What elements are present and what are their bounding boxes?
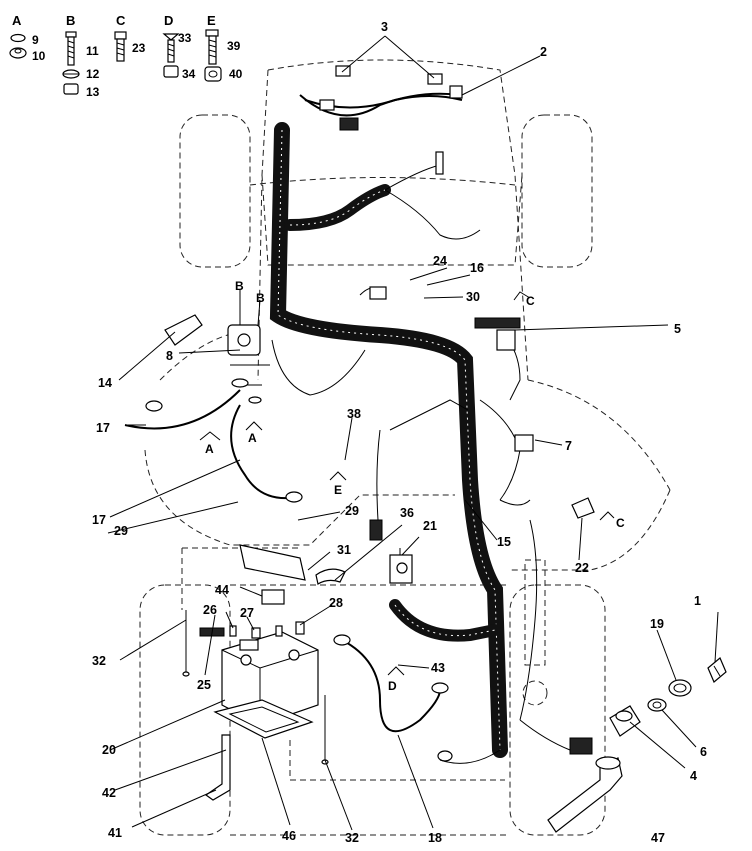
kit-letter: A xyxy=(12,13,22,28)
callout-14: 14 xyxy=(98,376,112,390)
callout-32-second: 32 xyxy=(345,831,359,845)
kit-letter: E xyxy=(207,13,216,28)
key-ring xyxy=(668,679,692,697)
callout-17: 17 xyxy=(96,421,110,435)
battery-hold-down xyxy=(239,544,346,605)
kit-part: 10 xyxy=(32,49,46,63)
kit-part: 34 xyxy=(182,67,196,81)
callout-5: 5 xyxy=(674,322,681,336)
ground-ref-label: A xyxy=(205,442,214,456)
kit-part: 13 xyxy=(86,85,100,99)
kit-part: 40 xyxy=(229,67,243,81)
vent-tube xyxy=(204,734,231,801)
callout-44: 44 xyxy=(215,583,229,597)
callout-2: 2 xyxy=(540,45,547,59)
callout-18: 18 xyxy=(428,831,442,845)
callout-22: 22 xyxy=(575,561,589,575)
callout-29: 29 xyxy=(345,504,359,518)
callout-41: 41 xyxy=(108,826,122,840)
ignition-key xyxy=(707,657,727,683)
ground-ref-label: C xyxy=(616,516,625,530)
callout-16: 16 xyxy=(470,261,484,275)
callout-27: 27 xyxy=(240,606,254,620)
kit-part: 9 xyxy=(32,33,39,47)
callout-17-second: 17 xyxy=(92,513,106,527)
callout-21: 21 xyxy=(423,519,437,533)
kit-letter: D xyxy=(164,13,173,28)
callout-30: 30 xyxy=(466,290,480,304)
callout-1: 1 xyxy=(694,594,701,608)
fastener-kit-e: E 39 40 xyxy=(204,13,243,82)
lock-nut xyxy=(647,698,667,712)
starter-solenoid xyxy=(227,290,270,404)
callout-19: 19 xyxy=(650,617,664,631)
ignition-switch xyxy=(609,705,641,737)
callout-28: 28 xyxy=(329,596,343,610)
kit-part: 11 xyxy=(86,44,99,58)
ground-ref-label: E xyxy=(334,483,342,497)
fastener-kit-b: B 11 12 13 xyxy=(62,13,100,99)
callout-24: 24 xyxy=(433,254,447,268)
kit-letter: B xyxy=(66,13,75,28)
kit-part: 39 xyxy=(227,39,241,53)
battery-cables xyxy=(124,389,303,503)
chassis-outline xyxy=(139,59,671,836)
callout-26: 26 xyxy=(203,603,217,617)
callout-46: 46 xyxy=(282,829,296,843)
muffler-pipe xyxy=(547,756,623,833)
ground-ref-label: D xyxy=(388,679,397,693)
ground-ref-label: C xyxy=(526,294,535,308)
boot-cover xyxy=(164,314,203,346)
main-coiled-harness xyxy=(269,122,593,764)
ground-cable xyxy=(333,634,449,733)
fastener-kit-c: C 23 xyxy=(114,13,146,62)
kit-part: 12 xyxy=(86,67,100,81)
callout-25: 25 xyxy=(197,678,211,692)
callout-15: 15 xyxy=(497,535,511,549)
ground-ref-label: B xyxy=(256,291,265,305)
callout-8: 8 xyxy=(166,349,173,363)
callout-numbers: 1 2 3 4 5 6 7 8 14 15 16 17 17 18 19 20 … xyxy=(92,20,707,845)
ground-ref-label: B xyxy=(235,279,244,293)
callout-20: 20 xyxy=(102,743,116,757)
callout-31: 31 xyxy=(337,543,351,557)
ignition-module xyxy=(389,548,413,584)
callout-38: 38 xyxy=(347,407,361,421)
callout-42: 42 xyxy=(102,786,116,800)
callout-6: 6 xyxy=(700,745,707,759)
callout-32: 32 xyxy=(92,654,106,668)
fuse-holder xyxy=(474,317,595,519)
ground-ref-label: A xyxy=(248,431,257,445)
leader-lines xyxy=(107,35,719,831)
ground-refs: A A B B C C D E xyxy=(199,279,625,693)
front-harness xyxy=(299,65,463,131)
callout-7: 7 xyxy=(565,439,572,453)
callout-29-second: 29 xyxy=(114,524,128,538)
kit-part: 33 xyxy=(178,31,192,45)
kit-letter: C xyxy=(116,13,126,28)
callout-43: 43 xyxy=(431,661,445,675)
battery-tray xyxy=(213,699,314,739)
kit-part: 23 xyxy=(132,41,146,55)
fastener-kit-a: A 9 10 xyxy=(9,13,46,63)
callout-3: 3 xyxy=(381,20,388,34)
callout-4: 4 xyxy=(690,769,697,783)
callout-47: 47 xyxy=(651,831,665,845)
fastener-kit-d: D 33 34 xyxy=(162,13,196,81)
callout-36: 36 xyxy=(400,506,414,520)
